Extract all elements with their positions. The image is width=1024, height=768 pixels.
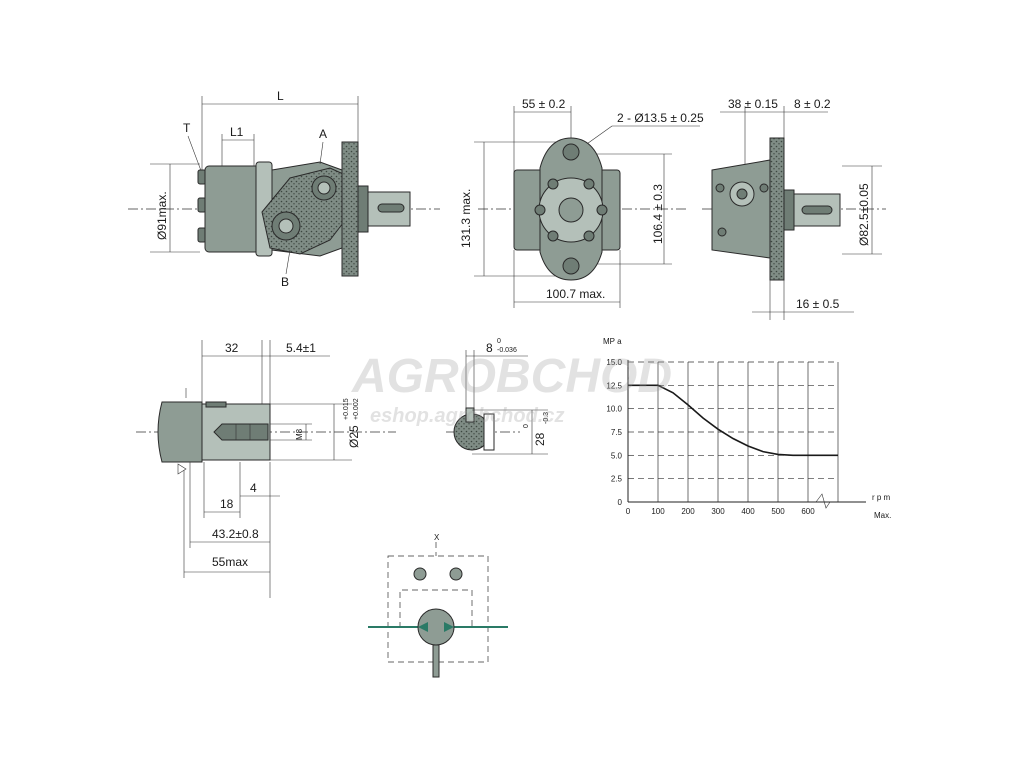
dim-8: 8 ± 0.2 — [794, 97, 831, 111]
dim-M8: M8 — [295, 428, 304, 440]
dim-16: 16 ± 0.5 — [796, 297, 840, 311]
chart-y-tick-label: 7.5 — [611, 428, 623, 437]
chart-x-tick-label: 200 — [681, 507, 695, 516]
dim-key-28: 28 — [533, 432, 547, 446]
chart-y-tick-label: 0 — [618, 498, 623, 507]
watermark-brand: AGROBCHOD — [351, 350, 672, 403]
dim-43: 43.2±0.8 — [212, 527, 259, 541]
dim-key-tol-lower: -0.036 — [497, 347, 517, 354]
chart-x-label: r p m — [872, 493, 891, 502]
dim-131: 131.3 max. — [459, 189, 473, 248]
dim-32: 32 — [225, 341, 239, 355]
chart-axis-break — [815, 493, 831, 509]
dim-key-28-tol-lower: -0.3 — [543, 412, 550, 424]
dim-4: 4 — [250, 481, 257, 495]
chart-x-tick-label: 600 — [801, 507, 815, 516]
chart-x-tick-label: 300 — [711, 507, 725, 516]
dim-dia-25-tol-upper: +0.015 — [343, 398, 350, 420]
dim-18: 18 — [220, 497, 234, 511]
dim-5-4: 5.4±1 — [286, 341, 316, 355]
chart-x-label-note: Max. — [874, 511, 891, 520]
pressure-rpm-chart: 0 2.5 5.0 7.5 10.0 12.5 15.0 0 100 200 300 400 500 60… — [603, 337, 891, 520]
chart-x-tick-label: 0 — [626, 507, 631, 516]
chart-y-tick-label: 10.0 — [606, 405, 622, 414]
hydraulic-symbol: X — [368, 533, 508, 678]
label-A: A — [319, 127, 327, 141]
dim-key-8: 8 — [486, 341, 493, 355]
watermark-url: eshop.agrobchod.cz — [370, 405, 564, 427]
chart-x-tick-label: 100 — [651, 507, 665, 516]
chart-y-tick-label: 2.5 — [611, 475, 623, 484]
label-B: B — [281, 275, 289, 289]
side-view: L L1 T Ø91max. A B — [128, 89, 440, 289]
dim-38: 38 ± 0.15 — [728, 97, 778, 111]
dim-holes: 2 - Ø13.5 ± 0.25 — [617, 111, 704, 125]
shaft-detail: 32 5.4±1 M8 Ø25 +0.015 +0.002 4 18 43.2±… — [136, 340, 396, 598]
dim-L1: L1 — [230, 125, 244, 139]
dim-100: 100.7 max. — [546, 287, 605, 301]
dim-dia-25-tol-lower: +0.002 — [353, 398, 360, 420]
chart-x-tick-label: 400 — [741, 507, 755, 516]
key-section: 8 0 -0.036 28 0 -0.3 — [446, 338, 550, 455]
chart-x-tick-label: 500 — [771, 507, 785, 516]
chart-series-line — [628, 384, 838, 457]
label-x: X — [434, 533, 440, 542]
chart-y-tick-label: 15.0 — [606, 358, 622, 367]
label-T: T — [183, 121, 191, 135]
dim-key-28-tol-upper: 0 — [523, 424, 530, 428]
dim-82: Ø82.5±0.05 — [857, 183, 871, 246]
end-view: 38 ± 0.15 8 ± 0.2 Ø82.5±0.05 16 ± 0.5 — [702, 97, 886, 320]
dim-L: L — [277, 89, 284, 103]
dim-55max: 55max — [212, 555, 248, 569]
dim-106: 106.4 ± 0.3 — [651, 184, 665, 244]
dim-55: 55 ± 0.2 — [522, 97, 566, 111]
chart-y-tick-label: 5.0 — [611, 451, 623, 460]
chart-ticks: 0 2.5 5.0 7.5 10.0 12.5 15.0 0 100 200 300 400 500 60… — [606, 358, 815, 516]
dim-diameter-91: Ø91max. — [155, 191, 169, 240]
front-view: 55 ± 0.2 2 - Ø13.5 ± 0.25 131.3 max. 106… — [459, 97, 704, 308]
chart-y-label: MP a — [603, 337, 622, 346]
chart-y-tick-label: 12.5 — [606, 381, 622, 390]
watermark: AGROBCHOD eshop.agrobchod.cz — [351, 350, 672, 427]
chart-grid — [628, 361, 839, 502]
dim-key-tol-upper: 0 — [497, 338, 501, 345]
dim-dia-25: Ø25 — [347, 425, 361, 448]
